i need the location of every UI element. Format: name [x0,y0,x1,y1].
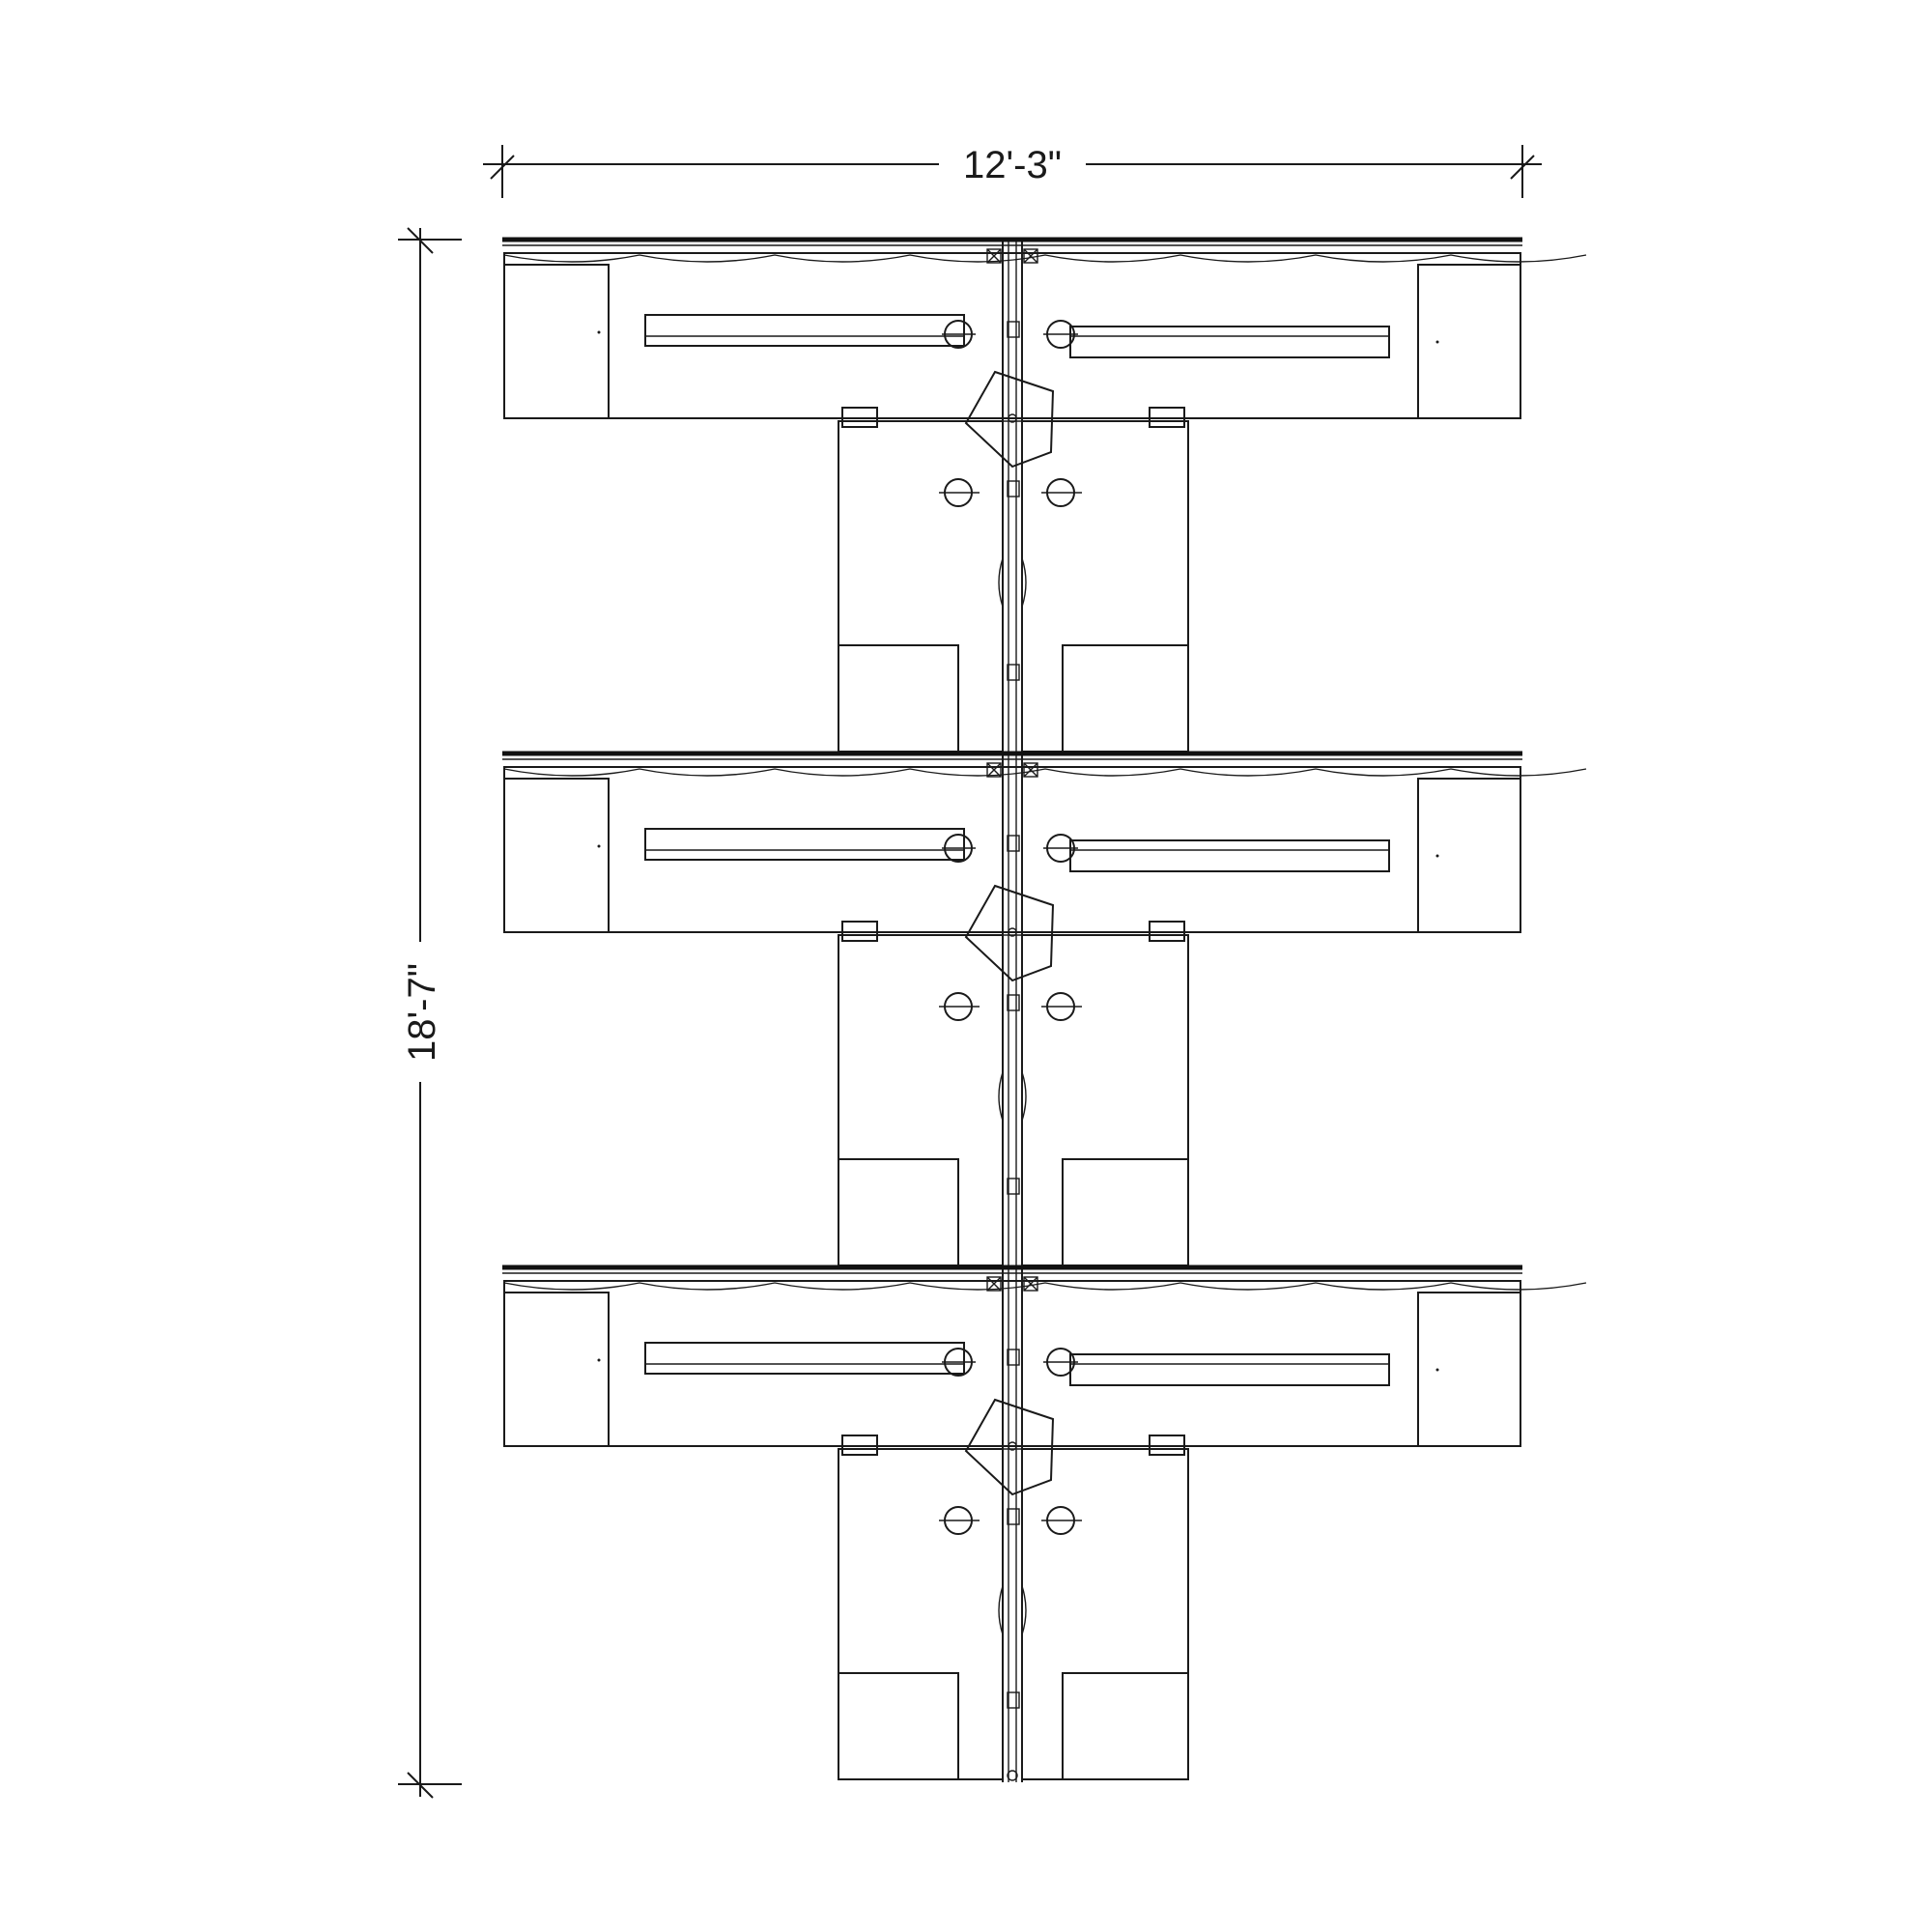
right-return-surface [1021,1448,1189,1780]
desk-scallop-edge [503,254,1587,263]
right-pedestal [1417,264,1521,419]
right-return-pedestal [1062,1158,1189,1266]
bracket-left [841,921,878,942]
left-return-surface [838,420,1004,753]
spine-block [1007,835,1020,852]
left-return-surface [838,934,1004,1266]
height-dimension-label: 18'-7" [401,963,443,1062]
left-pedestal [503,778,610,933]
spine-block [1007,994,1020,1011]
right-overhead-shelf [1069,1353,1390,1386]
pedestal-marker [1435,1368,1439,1372]
bracket-left [841,1435,878,1456]
left-return-pedestal [838,1672,959,1780]
right-overhead-shelf [1069,839,1390,872]
left-pedestal [503,1292,610,1447]
fitting-box [986,248,1002,264]
right-return-surface [1021,420,1189,753]
fitting-box [986,1276,1002,1292]
pedestal-marker [1435,340,1439,344]
left-return-pedestal [838,644,959,753]
spine-block [1007,321,1020,338]
workstation-row [502,751,1587,1266]
height-dimension: 18'-7" [398,227,462,1799]
desk-scallop-edge [503,1282,1587,1291]
bracket-left [841,407,878,428]
desk-scallop-edge [503,768,1587,777]
spine-connector-pentagon [964,1398,1055,1496]
workstation-row [502,237,1587,753]
right-pedestal [1417,778,1521,933]
bracket-right [1149,407,1185,428]
pedestal-marker [1435,854,1439,858]
left-overhead-shelf [644,314,965,347]
fitting-box [986,762,1002,778]
spine-block [1007,1508,1020,1525]
right-overhead-shelf [1069,326,1390,358]
pedestal-marker [597,330,601,334]
fitting-box [1023,1276,1038,1292]
right-return-pedestal [1062,644,1189,753]
right-return-pedestal [1062,1672,1189,1780]
spine-connector-pentagon [964,370,1055,469]
spine-block [1007,664,1020,681]
fitting-box [1023,762,1038,778]
workstation-rows [502,237,1587,1780]
width-dimension: 12'-3" [483,144,1542,198]
spine-block [1007,1178,1020,1195]
bracket-right [1149,921,1185,942]
workstation-row [502,1264,1587,1780]
left-pedestal [503,264,610,419]
spine-connector-pentagon [964,884,1055,982]
spine-block [1007,480,1020,497]
spine-block [1007,1691,1020,1709]
left-return-pedestal [838,1158,959,1266]
left-overhead-shelf [644,1342,965,1375]
fitting-box [1023,248,1038,264]
pedestal-marker [597,844,601,848]
left-overhead-shelf [644,828,965,861]
spine-block [1007,1349,1020,1366]
right-return-surface [1021,934,1189,1266]
right-pedestal [1417,1292,1521,1447]
left-return-surface [838,1448,1004,1780]
bracket-right [1149,1435,1185,1456]
pedestal-marker [597,1358,601,1362]
width-dimension-label: 12'-3" [963,144,1062,186]
